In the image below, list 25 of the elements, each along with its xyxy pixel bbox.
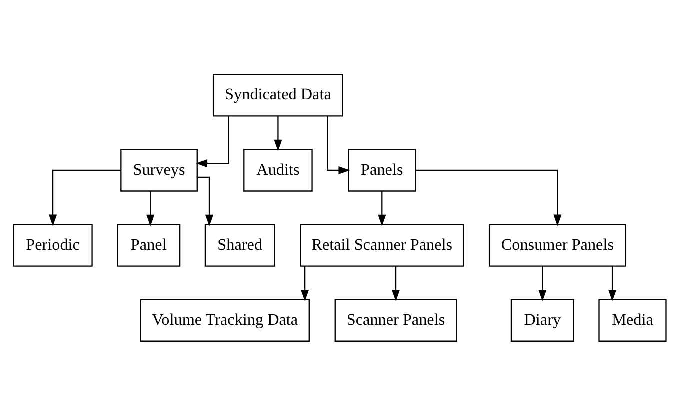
node-box: Media [598,298,667,342]
arrow [538,266,547,302]
node-box: Volume Tracking Data [140,298,310,342]
node-box: Syndicated Data [212,74,344,116]
arrow [198,176,214,226]
node-box: Scanner Panels [334,298,458,342]
node-box: Retail Scanner Panels [300,224,464,266]
arrow [274,116,282,151]
arrow [196,116,230,168]
arrow [146,190,155,226]
node-box: Panel [117,224,181,266]
node-box: Panels [348,148,416,192]
node-box: Surveys [120,148,198,192]
node-box: Consumer Panels [488,224,626,266]
arrow [392,266,400,302]
arrow [608,266,617,302]
arrow [48,169,121,226]
arrow [301,266,310,302]
arrow [327,116,350,174]
node-box: Shared [204,224,276,266]
arrow [416,169,562,226]
node-box: Diary [510,298,574,342]
node-box: Audits [244,148,313,192]
node-box: Periodic [13,224,93,266]
arrow [378,190,386,226]
